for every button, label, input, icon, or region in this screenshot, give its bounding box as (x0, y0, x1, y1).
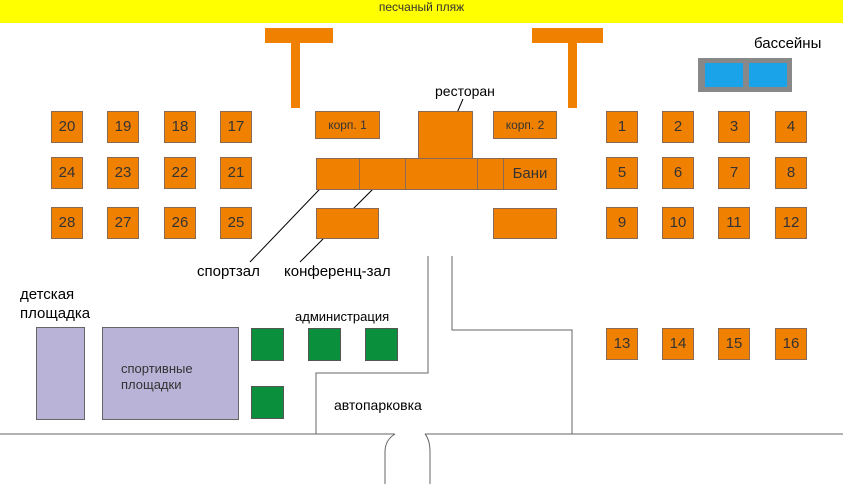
restaurant[interactable] (405, 158, 478, 190)
cottage[interactable]: 7 (718, 157, 750, 189)
playground-label: детская площадка (20, 286, 91, 322)
cottage[interactable]: 19 (107, 111, 139, 143)
building-1-label: корп. 1 (328, 118, 367, 132)
building-lower-left (316, 208, 379, 239)
gym-label: спортзал (197, 263, 260, 280)
road-edge-right (451, 256, 573, 434)
conference-label: конференц-зал (284, 263, 391, 280)
cottage[interactable]: 2 (662, 111, 694, 143)
building-lower-right (493, 208, 557, 239)
cottage[interactable]: 20 (51, 111, 83, 143)
pool-1 (705, 63, 743, 87)
admin-label: администрация (295, 309, 390, 324)
conference-hall[interactable] (359, 158, 406, 190)
cottage[interactable]: 21 (220, 157, 252, 189)
cottage[interactable]: 26 (164, 207, 196, 239)
cottage[interactable]: 5 (606, 157, 638, 189)
pools (698, 58, 792, 92)
cottage[interactable]: 12 (775, 207, 807, 239)
cottage[interactable]: 3 (718, 111, 750, 143)
cottage[interactable]: 9 (606, 207, 638, 239)
cottage[interactable]: 8 (775, 157, 807, 189)
cottage[interactable]: 4 (775, 111, 807, 143)
restaurant-label: ресторан (435, 83, 495, 99)
sports-grounds[interactable]: спортивные площадки (102, 327, 239, 420)
building-2-label: корп. 2 (505, 118, 545, 132)
admin-building[interactable] (251, 328, 284, 361)
cottage[interactable]: 23 (107, 157, 139, 189)
connector-block (477, 158, 504, 190)
pier-right-top (532, 28, 603, 43)
cottage[interactable]: 14 (662, 328, 694, 360)
road-edge-left (315, 256, 429, 434)
cottage[interactable]: 13 (606, 328, 638, 360)
admin-building[interactable] (308, 328, 341, 361)
playground[interactable] (36, 327, 85, 420)
cottage[interactable]: 28 (51, 207, 83, 239)
cottage[interactable]: 11 (718, 207, 750, 239)
sandy-beach: песчаный пляж (0, 0, 843, 23)
cottage[interactable]: 25 (220, 207, 252, 239)
cottage[interactable]: 17 (220, 111, 252, 143)
cottage[interactable]: 15 (718, 328, 750, 360)
admin-building[interactable] (365, 328, 398, 361)
cottage[interactable]: 18 (164, 111, 196, 143)
cottage[interactable]: 22 (164, 157, 196, 189)
baths[interactable]: Бани (503, 158, 557, 190)
cottage[interactable]: 1 (606, 111, 638, 143)
cottage[interactable]: 10 (662, 207, 694, 239)
pier-left-post (291, 28, 300, 108)
cottage[interactable]: 27 (107, 207, 139, 239)
pier-right-post (568, 28, 577, 108)
cottage[interactable]: 16 (775, 328, 807, 360)
road-exit-right (424, 433, 431, 484)
building-1[interactable]: корп. 1 (315, 111, 380, 139)
admin-building[interactable] (251, 386, 284, 419)
baths-label: Бани (512, 165, 548, 182)
pools-label: бассейны (754, 35, 822, 52)
building-2[interactable]: корп. 2 (493, 111, 557, 139)
sports-grounds-label: спортивные площадки (121, 361, 193, 392)
pool-2 (749, 63, 787, 87)
restaurant-wing[interactable] (418, 111, 473, 159)
gym[interactable] (316, 158, 360, 190)
road-exit-left (384, 433, 396, 484)
cottage[interactable]: 6 (662, 157, 694, 189)
parking-label: автопарковка (334, 397, 422, 413)
beach-label: песчаный пляж (378, 0, 465, 14)
cottage[interactable]: 24 (51, 157, 83, 189)
